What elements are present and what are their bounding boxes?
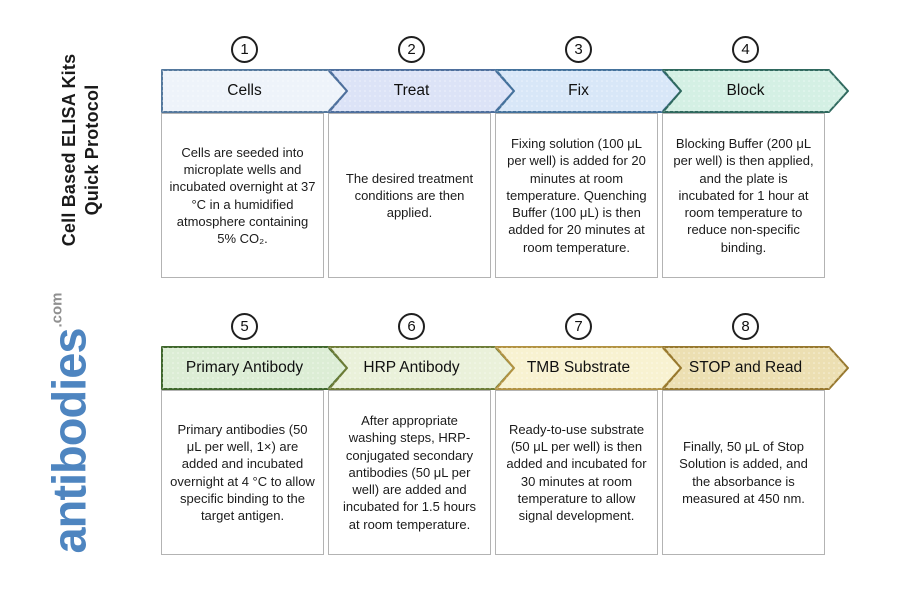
step-description-box: Finally, 50 μL of Stop Solution is added… [662,390,825,555]
step-banner-label: TMB Substrate [526,359,631,376]
brand-logo-text: antibodies [42,328,96,554]
step-description-box: After appropriate washing steps, HRP-con… [328,390,491,555]
step-banner-label: Primary Antibody [185,359,304,376]
chevron-banner-shape [328,346,515,390]
step-number: 1 [240,41,249,58]
step-description-text: Primary antibodies (50 μL per well, 1×) … [170,421,315,524]
step-column-3: 3 Fix Fixing solution (100 μL per well) … [495,36,682,278]
step-description-text: Fixing solution (100 μL per well) is add… [506,136,647,255]
step-banner: Primary Antibody [161,346,348,390]
step-description-text: The desired treatment conditions are the… [345,170,474,221]
step-number-badge: 2 [398,36,425,63]
chevron-banner-shape [161,346,348,390]
step-description-box: Primary antibodies (50 μL per well, 1×) … [161,390,324,555]
step-description-text: After appropriate washing steps, HRP-con… [343,413,476,532]
step-description-text: Ready-to-use substrate (50 μL per well) … [506,421,647,524]
step-banner-label: HRP Antibody [363,359,460,376]
step-banner: Block [662,69,849,113]
step-number: 6 [407,318,416,335]
step-number-badge: 1 [231,36,258,63]
sidebar-title-line1: Cell Based ELISA Kits [59,53,79,247]
step-column-2: 2 Treat The desired treatment conditions… [328,36,515,278]
step-banner: Fix [495,69,682,113]
step-description-text: Cells are seeded into microplate wells a… [169,144,316,247]
chevron-banner-shape [662,69,849,113]
step-number-badge: 6 [398,313,425,340]
step-banner-label: Block [726,82,765,99]
step-column-8: 8 STOP and Read Finally, 50 μL of Stop S… [662,313,849,555]
step-banner-label: Fix [568,82,589,99]
brand-logo-suffix: .com [48,292,66,328]
step-number: 2 [407,41,416,58]
step-number-badge: 3 [565,36,592,63]
brand-logo: antibodies .com [42,271,104,576]
step-column-4: 4 Block Blocking Buffer (200 μL per well… [662,36,849,278]
step-number-badge: 7 [565,313,592,340]
step-description-box: Cells are seeded into microplate wells a… [161,113,324,278]
step-column-6: 6 HRP Antibody After appropriate washing… [328,313,515,555]
step-number-badge: 8 [732,313,759,340]
step-description-box: Fixing solution (100 μL per well) is add… [495,113,658,278]
step-banner-label: Treat [393,82,430,99]
step-banner-label: Cells [227,82,262,99]
sidebar-title-line2: Quick Protocol [82,84,103,216]
step-banner: HRP Antibody [328,346,515,390]
step-description-text: Finally, 50 μL of Stop Solution is added… [679,438,808,506]
step-description-text: Blocking Buffer (200 μL per well) is the… [673,136,814,255]
chevron-banner-shape [495,69,682,113]
step-number: 3 [574,41,583,58]
step-banner: STOP and Read [662,346,849,390]
step-banner-label: STOP and Read [688,359,803,376]
step-number-badge: 5 [231,313,258,340]
step-description-box: The desired treatment conditions are the… [328,113,491,278]
step-column-7: 7 TMB Substrate Ready-to-use substrate (… [495,313,682,555]
step-number-badge: 4 [732,36,759,63]
chevron-banner-shape [662,346,849,390]
step-banner: TMB Substrate [495,346,682,390]
step-number: 4 [741,41,750,58]
step-column-1: 1 Cells Cells are seeded into microplate… [161,36,348,278]
step-number: 8 [741,318,750,335]
step-number: 5 [240,318,249,335]
step-column-5: 5 Primary Antibody Primary antibodies (5… [161,313,348,555]
chevron-banner-shape [495,346,682,390]
sidebar-title: Cell Based ELISA Kits Quick Protocol [58,0,104,300]
step-description-box: Blocking Buffer (200 μL per well) is the… [662,113,825,278]
chevron-banner-shape [328,69,515,113]
step-number: 7 [574,318,583,335]
step-banner: Treat [328,69,515,113]
step-description-box: Ready-to-use substrate (50 μL per well) … [495,390,658,555]
step-banner: Cells [161,69,348,113]
